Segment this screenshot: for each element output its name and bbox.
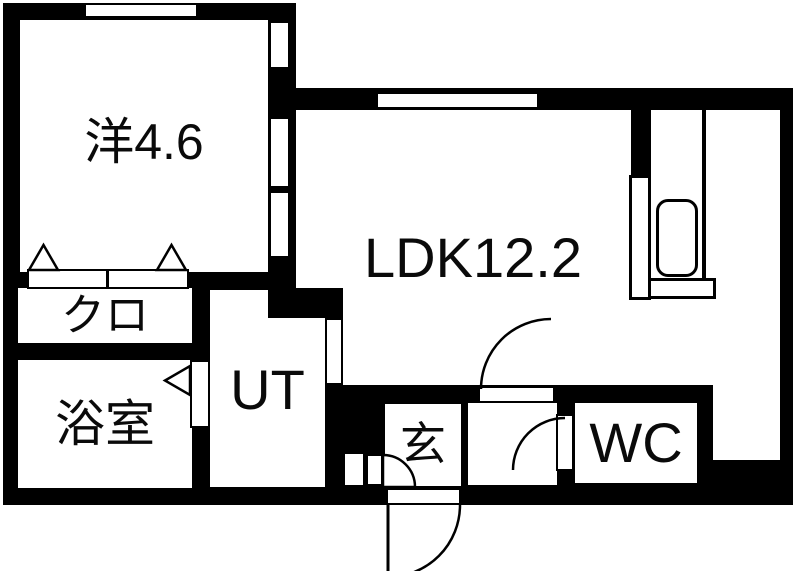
room-toilet	[575, 403, 697, 483]
wall-utility-notch	[268, 288, 343, 318]
room-ldk-extension	[713, 385, 780, 460]
room-bath-label: 浴室	[55, 396, 155, 452]
window-ldk-top	[376, 92, 539, 109]
entrance-door-arc	[394, 504, 462, 571]
shoe-cabinet-2	[366, 454, 383, 486]
room-utility	[210, 290, 325, 487]
utility-door	[325, 318, 343, 385]
kitchen-sink	[656, 199, 698, 277]
hallway	[468, 403, 557, 485]
sliding-door-panel-2	[269, 191, 290, 258]
opening-west-wall-top	[269, 21, 290, 69]
room-closet	[18, 288, 192, 343]
kitchen-counter-side	[629, 175, 651, 300]
room-closet-label: クロ	[61, 291, 149, 340]
room-utility-label: UT	[230, 358, 305, 421]
room-ldk-label: LDK12.2	[364, 226, 582, 289]
ldk-door-leaf	[478, 386, 555, 403]
shoe-cabinet-1	[343, 452, 365, 487]
closet-door-divider	[106, 270, 109, 288]
room-entrance-label: 玄	[400, 418, 446, 470]
sliding-door-panel-1	[269, 117, 290, 188]
entrance-door-threshold	[386, 488, 461, 505]
room-western	[20, 20, 268, 272]
room-toilet-label: WC	[589, 411, 683, 474]
room-western-label: 洋4.6	[84, 114, 204, 170]
wc-door-leaf	[556, 414, 574, 471]
kitchen-counter-front	[648, 278, 716, 299]
window-west-top	[84, 3, 198, 18]
wall-kitchen-stub	[631, 110, 651, 177]
bath-door	[190, 360, 210, 428]
kitchen-partition-line	[702, 110, 706, 280]
